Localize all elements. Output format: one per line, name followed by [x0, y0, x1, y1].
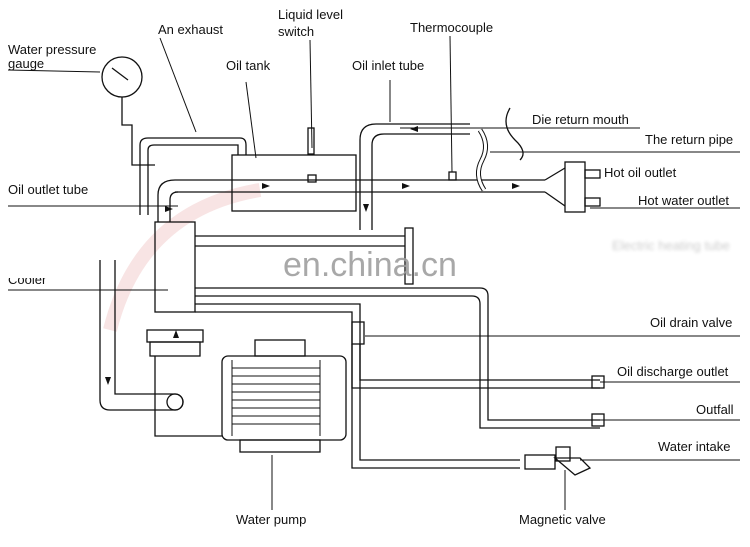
label-oil-outlet-tube: Oil outlet tube — [8, 182, 89, 197]
flow-arrows — [105, 126, 520, 385]
label-oil-discharge-outlet: Oil discharge outlet — [617, 364, 729, 379]
label-liquid-level-switch: Liquid level switch — [278, 7, 344, 39]
watermark: en.china.cn — [283, 246, 457, 284]
hot-oil-outlet-box — [564, 161, 586, 213]
label-hot-oil-outlet: Hot oil outlet — [604, 165, 677, 180]
label-magnetic-valve: Magnetic valve — [519, 512, 606, 527]
label-hot-water-outlet: Hot water outlet — [638, 193, 730, 208]
label-the-return-pipe: The return pipe — [645, 132, 734, 147]
label-thermocouple: Thermocouple — [410, 20, 494, 35]
label-cooler: Cooler — [8, 272, 47, 287]
cooler — [154, 221, 196, 313]
label-oil-tank: Oil tank — [226, 58, 271, 73]
oil-tank — [231, 154, 357, 212]
label-water-pressure-gauge: Water pressure gauge — [8, 42, 97, 71]
label-die-return-mouth: Die return mouth — [532, 112, 629, 127]
label-water-pump: Water pump — [236, 512, 307, 527]
water-pump-motor — [221, 355, 347, 441]
label-water-intake: Water intake — [658, 439, 731, 454]
label-oil-inlet-tube: Oil inlet tube — [352, 58, 425, 73]
leader-lines — [7, 35, 740, 510]
motor-fins — [231, 360, 321, 436]
magnetic-valve — [524, 454, 556, 470]
label-an-exhaust: An exhaust — [158, 22, 224, 37]
label-electric-heating-tube: Electric heating tube — [612, 238, 730, 253]
label-oil-drain-valve: Oil drain valve — [650, 315, 733, 330]
label-outfall: Outfall — [696, 402, 734, 417]
